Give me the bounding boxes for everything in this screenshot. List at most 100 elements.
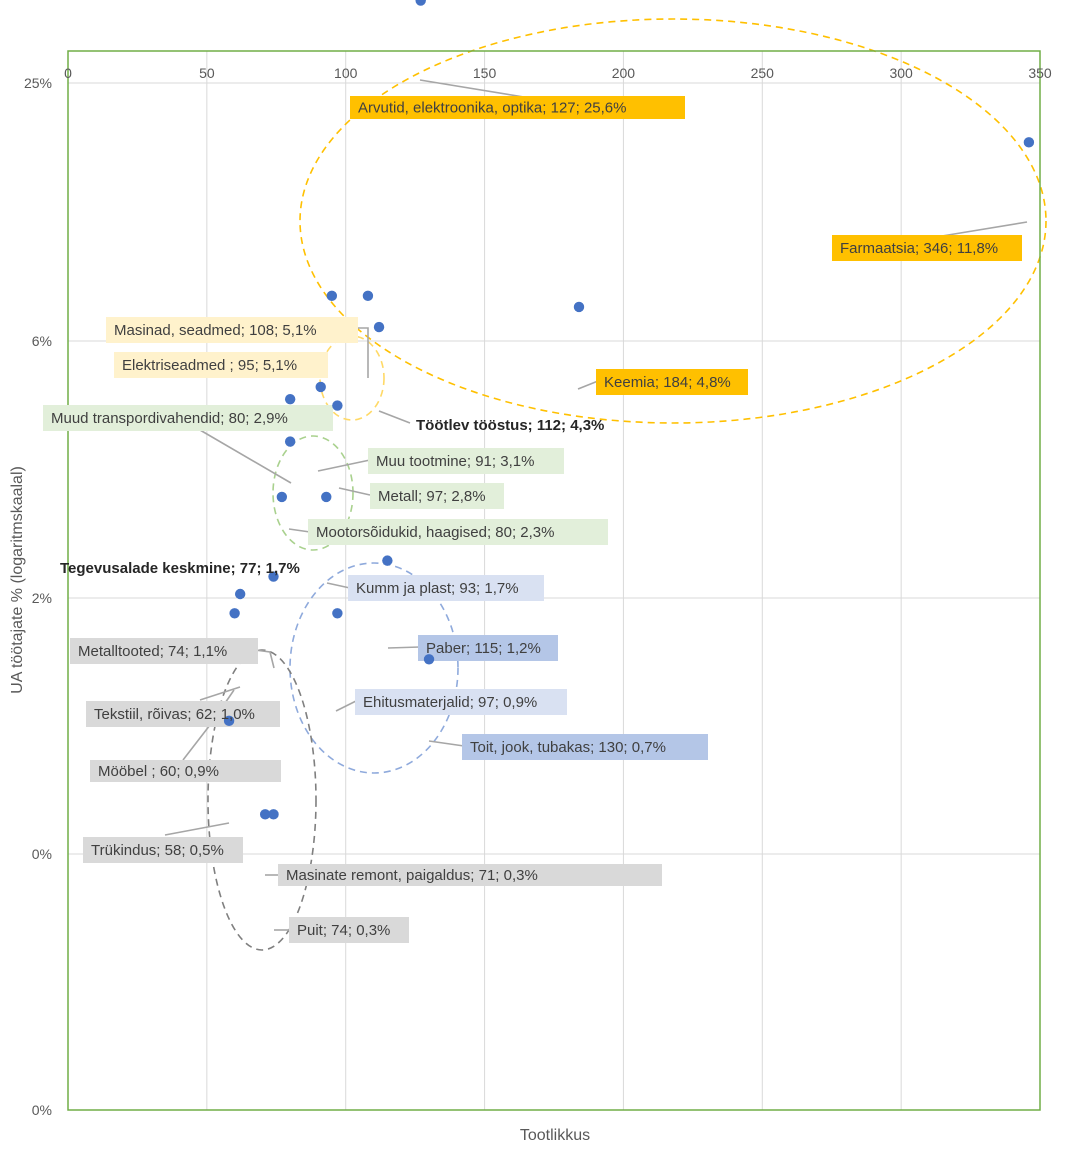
x-tick-label: 50 bbox=[199, 65, 215, 81]
data-point bbox=[415, 0, 426, 6]
data-label-box bbox=[289, 917, 409, 943]
data-labels: Arvutid, elektroonika, optika; 127; 25,6… bbox=[51, 100, 998, 940]
data-label: Tegevusalade keskmine; 77; 1,7% bbox=[60, 560, 300, 577]
data-label: Mööbel ; 60; 0,9% bbox=[98, 763, 219, 780]
data-label-box bbox=[418, 635, 558, 661]
x-tick-label: 0 bbox=[64, 65, 72, 81]
leader-line bbox=[317, 459, 371, 472]
data-label: Tekstiil, rõivas; 62; 1,0% bbox=[94, 706, 255, 723]
y-axis-ticks: 25% 6% 2% 0% 0% bbox=[24, 75, 52, 1118]
leader-line bbox=[254, 649, 275, 669]
data-point bbox=[268, 571, 279, 582]
data-label-box bbox=[114, 352, 328, 378]
label-backgrounds bbox=[43, 96, 1022, 943]
data-label: Puit; 74; 0,3% bbox=[297, 922, 390, 939]
data-point bbox=[362, 290, 374, 302]
y-tick-label: 6% bbox=[32, 333, 52, 349]
data-label: Metalltooted; 74; 1,1% bbox=[78, 643, 227, 660]
data-label: Keemia; 184; 4,8% bbox=[604, 374, 731, 391]
data-label: Masinate remont, paigaldus; 71; 0,3% bbox=[286, 867, 538, 884]
y-tick-label: 0% bbox=[32, 1102, 52, 1118]
data-point bbox=[268, 809, 279, 820]
data-point bbox=[315, 381, 326, 393]
x-tick-label: 250 bbox=[751, 65, 775, 81]
data-point bbox=[276, 491, 288, 503]
data-points bbox=[223, 0, 1035, 820]
data-point bbox=[573, 301, 585, 313]
data-label-box bbox=[596, 369, 748, 395]
data-label-box bbox=[348, 575, 544, 601]
leader-line bbox=[199, 429, 292, 484]
leader-line bbox=[288, 528, 311, 533]
y-tick-label: 25% bbox=[24, 75, 52, 91]
y-axis-title: UA töötajate % (logaritmskaalal) bbox=[9, 466, 26, 694]
data-label-box bbox=[832, 235, 1022, 261]
data-label-box bbox=[70, 638, 258, 664]
data-point bbox=[326, 290, 338, 302]
y-tick-label: 2% bbox=[32, 590, 52, 606]
leader-line bbox=[387, 646, 421, 649]
data-point bbox=[284, 393, 296, 405]
y-tick-label: 0% bbox=[32, 846, 52, 862]
data-label: Töötlev tööstus; 112; 4,3% bbox=[416, 417, 604, 434]
x-axis-title: Tootlikkus bbox=[520, 1127, 590, 1144]
data-point bbox=[1023, 137, 1035, 148]
data-label: Farmaatsia; 346; 11,8% bbox=[840, 240, 998, 257]
ellipse-traditional-group bbox=[207, 649, 317, 951]
x-tick-label: 150 bbox=[473, 65, 497, 81]
data-point bbox=[259, 809, 271, 820]
data-label-box bbox=[308, 519, 608, 545]
data-label: Metall; 97; 2,8% bbox=[378, 488, 486, 505]
leader-line bbox=[164, 822, 230, 836]
plot-area-border bbox=[67, 50, 1041, 1111]
data-label-box bbox=[355, 689, 567, 715]
leader-line bbox=[356, 327, 369, 378]
data-label-box bbox=[43, 405, 333, 431]
data-label: Arvutid, elektroonika, optika; 127; 25,6… bbox=[358, 100, 627, 117]
data-point bbox=[234, 588, 246, 600]
data-label-box bbox=[86, 701, 280, 727]
data-point bbox=[321, 491, 332, 503]
group-ellipses bbox=[207, 18, 1047, 951]
data-label: Kumm ja plast; 93; 1,7% bbox=[356, 580, 519, 597]
data-label: Trükindus; 58; 0,5% bbox=[91, 842, 224, 859]
data-label-box bbox=[83, 837, 243, 863]
data-label: Masinad, seadmed; 108; 5,1% bbox=[114, 322, 317, 339]
data-point bbox=[382, 555, 393, 566]
data-label-box bbox=[106, 317, 358, 343]
data-label: Mootorsõidukid, haagised; 80; 2,3% bbox=[316, 524, 554, 541]
data-point bbox=[284, 436, 296, 447]
data-label: Muu tootmine; 91; 3,1% bbox=[376, 453, 534, 470]
data-label-box bbox=[278, 864, 662, 886]
data-label: Toit, jook, tubakas; 130; 0,7% bbox=[470, 739, 666, 756]
leader-line bbox=[335, 700, 357, 712]
data-point bbox=[332, 608, 343, 619]
data-point bbox=[229, 608, 240, 619]
data-label-box bbox=[90, 760, 281, 782]
leader-line bbox=[428, 740, 465, 747]
ellipse-materials-group bbox=[289, 562, 459, 774]
x-tick-label: 300 bbox=[889, 65, 913, 81]
data-point bbox=[373, 321, 385, 333]
data-label-box bbox=[462, 734, 708, 760]
ellipse-top-group bbox=[299, 18, 1047, 424]
gridlines bbox=[68, 51, 1040, 1110]
data-label-box bbox=[368, 448, 564, 474]
data-label-box bbox=[350, 96, 685, 119]
data-label-box bbox=[370, 483, 504, 509]
data-label: Ehitusmaterjalid; 97; 0,9% bbox=[363, 694, 537, 711]
data-point bbox=[223, 715, 235, 727]
data-label: Paber; 115; 1,2% bbox=[426, 640, 541, 657]
leader-line bbox=[338, 487, 371, 496]
x-tick-label: 100 bbox=[334, 65, 358, 81]
leader-line bbox=[941, 221, 1028, 237]
leader-lines bbox=[164, 79, 1028, 931]
leader-line bbox=[419, 79, 531, 99]
data-label: Muud transpordivahendid; 80; 2,9% bbox=[51, 410, 288, 427]
data-point bbox=[332, 400, 343, 411]
data-point bbox=[423, 654, 435, 665]
ellipse-metal-group bbox=[272, 435, 354, 551]
x-tick-label: 200 bbox=[612, 65, 636, 81]
